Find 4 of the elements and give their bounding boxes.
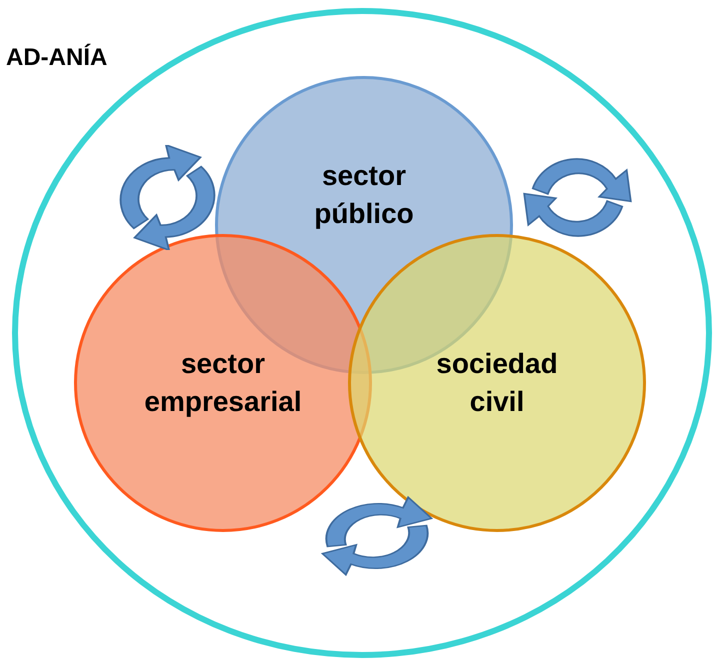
- circle-label: sociedad civil: [435, 347, 559, 419]
- diagram-heading: AD-ANÍA: [6, 44, 108, 72]
- circle-label: sector empresarial: [143, 347, 303, 419]
- circle-label: sector público: [313, 159, 415, 231]
